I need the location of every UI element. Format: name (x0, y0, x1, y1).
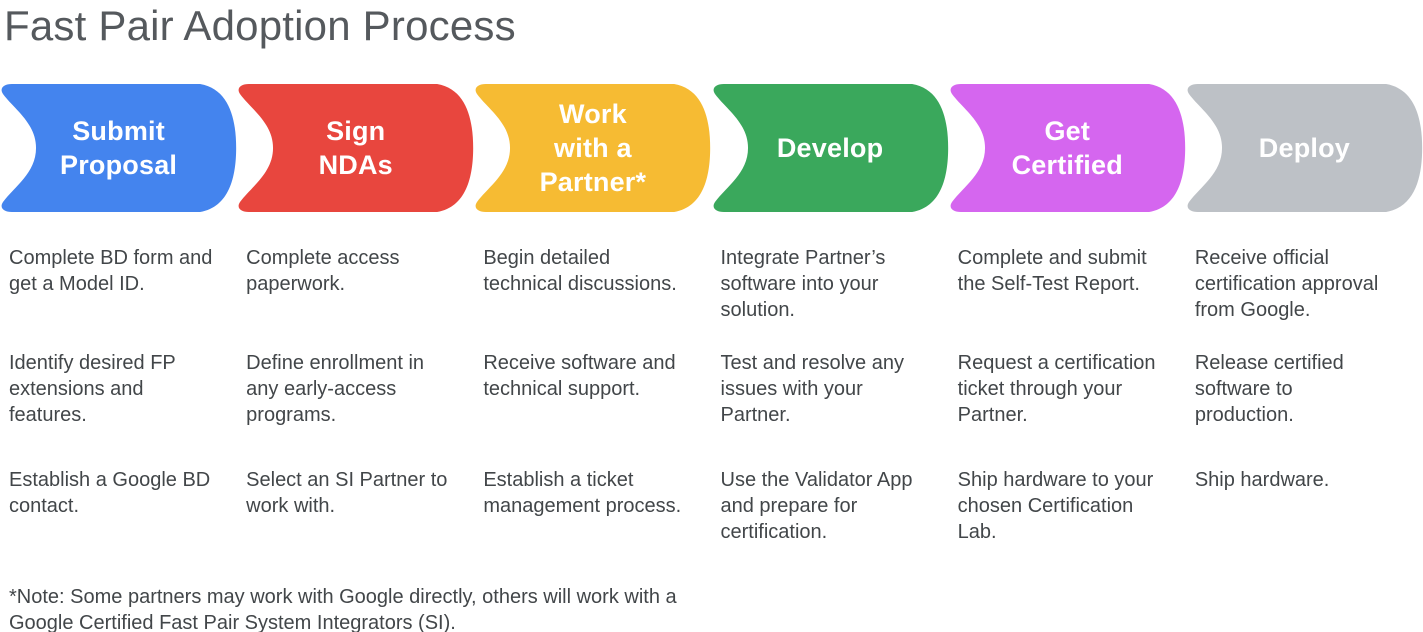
stage-chevron-shape (475, 84, 711, 212)
stage-steps-grid: Complete BD form and get a Model ID. Com… (0, 245, 1423, 545)
step-text: Receive software and technical support. (483, 352, 676, 400)
stage-chevron-shape (1187, 84, 1422, 212)
process-stages: Submit Proposal Sign NDAs Work with a Pa… (0, 84, 1423, 212)
footnote: *Note: Some partners may work with Googl… (9, 586, 677, 632)
step-text: Release certified software to production… (1194, 352, 1344, 426)
step-text: Complete access paperwork. (246, 247, 400, 295)
stage-label: Work with a Partner* (539, 99, 647, 197)
stage-develop: Develop (712, 84, 949, 212)
stage-label: Submit Proposal (60, 116, 178, 180)
step-text: Complete and submit the Self-Test Report… (957, 247, 1147, 295)
stage-submit-proposal: Submit Proposal (0, 84, 237, 212)
stage-get-certified: Get Certified (949, 84, 1186, 212)
step-text: Ship hardware to your chosen Certificati… (957, 469, 1154, 543)
step-text: Select an SI Partner to work with. (246, 469, 448, 517)
step-text: Complete BD form and get a Model ID. (9, 247, 213, 295)
stage-label: Deploy (1258, 133, 1351, 163)
step-text: Begin detailed technical discussions. (483, 247, 677, 295)
page-title: Fast Pair Adoption Process (4, 2, 516, 49)
stage-deploy: Deploy (1186, 84, 1423, 212)
stage-label: Sign NDAs (318, 116, 393, 180)
step-text: Receive official certification approval … (1194, 247, 1379, 321)
stage-chevron-shape (713, 84, 948, 212)
step-text: Request a certification ticket through y… (957, 352, 1156, 426)
stage-sign-ndas: Sign NDAs (237, 84, 474, 212)
step-text: Establish a ticket management process. (483, 469, 682, 517)
step-text: Define enrollment in any early-access pr… (246, 352, 425, 426)
stage-chevron-shape (950, 84, 1185, 212)
step-text: Test and resolve any issues with your Pa… (720, 352, 904, 426)
stage-chevron-shape (238, 84, 474, 212)
step-text: Ship hardware. (1194, 469, 1330, 491)
step-text: Identify desired FP extensions and featu… (9, 352, 176, 426)
stage-label: Develop (776, 133, 884, 163)
step-text: Integrate Partner’s software into your s… (720, 247, 886, 321)
step-text: Use the Validator App and prepare for ce… (720, 469, 913, 543)
stage-label: Get Certified (1011, 116, 1123, 180)
step-text: Establish a Google BD contact. (9, 469, 211, 517)
stage-chevron-shape (1, 84, 237, 212)
stage-work-with-partner: Work with a Partner* (474, 84, 711, 212)
